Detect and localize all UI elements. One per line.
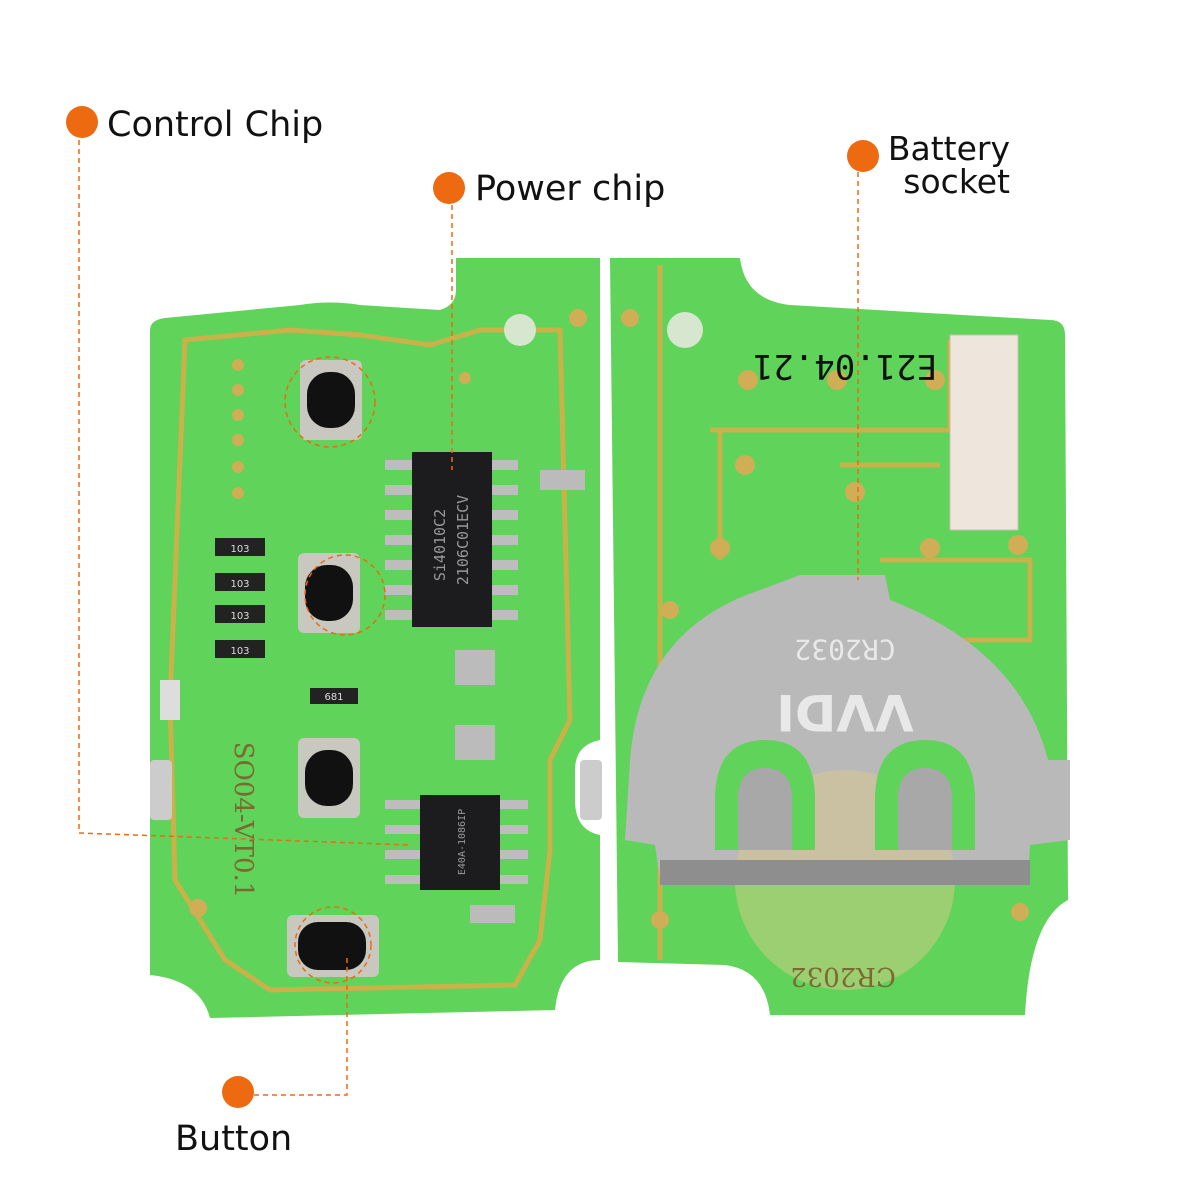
battery-connector [949, 334, 1019, 531]
resistor-code: 103 [230, 544, 249, 555]
battery-socket-label: Battery socket [880, 132, 1010, 198]
battery-socket-label-line1: Battery [887, 129, 1010, 168]
battery-brand-marking: VVDI [776, 683, 914, 741]
control-chip: E40A-1086IP [385, 795, 528, 890]
control-chip-callout-line [78, 140, 411, 846]
control-chip-marking: E40A-1086IP [457, 809, 468, 875]
control-chip-marker-dot [66, 106, 98, 138]
resistor-code: 103 [230, 579, 249, 590]
cr2032-board-marking: CR2032 [790, 961, 896, 991]
control-chip-label: Control Chip [107, 105, 324, 145]
battery-socket-marker-dot [847, 140, 879, 172]
button-label: Button [175, 1119, 293, 1159]
button-callout-line [254, 955, 348, 1096]
battery-socket-label-line2: socket [903, 162, 1010, 201]
board-id-marking: SO04-VT0.1 [228, 742, 258, 899]
back-pcb-board: E21.04.21 VVDI CR2032 CR2032 [610, 258, 1070, 1015]
resistor-code: 103 [230, 611, 249, 622]
front-pcb-board: Si4010C2 2106C01ECV E40A-1086IP 103 103 … [150, 258, 602, 1018]
power-chip-marker-dot [433, 172, 465, 204]
power-chip-label: Power chip [475, 169, 666, 209]
chip-marking-2: 2106C01ECV [454, 495, 472, 585]
chip-marking-1: Si4010C2 [431, 509, 449, 581]
battery-holder: VVDI CR2032 [625, 575, 1070, 990]
battery-model-marking: CR2032 [794, 633, 895, 666]
date-code-marking: E21.04.21 [753, 346, 937, 386]
callout-lines [78, 140, 859, 1096]
power-chip: Si4010C2 2106C01ECV [385, 452, 518, 627]
resistor-code: 103 [230, 646, 249, 657]
resistors: 103 103 103 103 681 [215, 470, 585, 923]
button-marker-dot [222, 1076, 254, 1108]
tactile-button [287, 360, 379, 977]
resistor-code: 681 [324, 692, 343, 703]
